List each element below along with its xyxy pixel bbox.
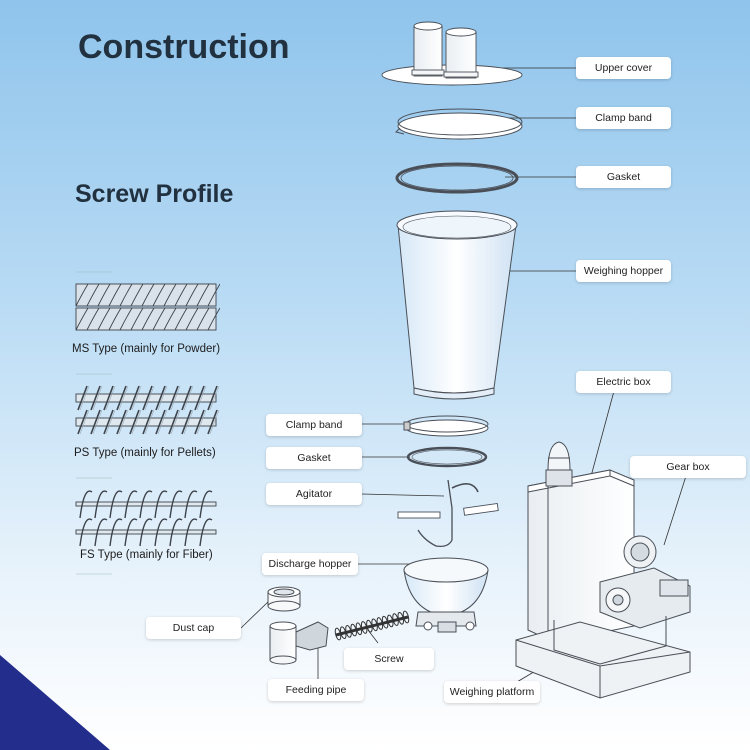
- agitator-part: [398, 480, 498, 546]
- screw-label: Screw: [344, 648, 434, 670]
- feeding-pipe-label: Feeding pipe: [268, 679, 364, 701]
- weighing-platform-label: Weighing platform: [444, 681, 540, 703]
- discharge-hopper-part: [404, 558, 488, 632]
- weighing-hopper-part: [397, 211, 517, 399]
- dust-cap-label: Dust cap: [146, 617, 241, 639]
- weighing-hopper-label: Weighing hopper: [576, 260, 671, 282]
- feeding-pipe-part: [270, 622, 328, 664]
- gasket-lower-part: [408, 448, 486, 466]
- agitator-label: Agitator: [266, 483, 362, 505]
- clamp-band-lower-part: [404, 416, 488, 436]
- electric-box-label: Electric box: [576, 371, 671, 393]
- discharge-hopper-label: Discharge hopper: [262, 553, 358, 575]
- gasket-top-label: Gasket: [576, 166, 671, 188]
- dust-cap-part: [268, 587, 300, 611]
- gasket-lower-label: Gasket: [266, 447, 362, 469]
- screw-part: [334, 611, 410, 641]
- corner-accent: [0, 655, 110, 750]
- clamp-band-top-part: [396, 109, 522, 139]
- gear-box-label: Gear box: [630, 456, 746, 478]
- clamp-band-top-label: Clamp band: [576, 107, 671, 129]
- clamp-band-lower-label: Clamp band: [266, 414, 362, 436]
- upper-cover-part: [382, 22, 522, 85]
- upper-cover-label: Upper cover: [576, 57, 671, 79]
- gasket-top-part: [397, 164, 517, 192]
